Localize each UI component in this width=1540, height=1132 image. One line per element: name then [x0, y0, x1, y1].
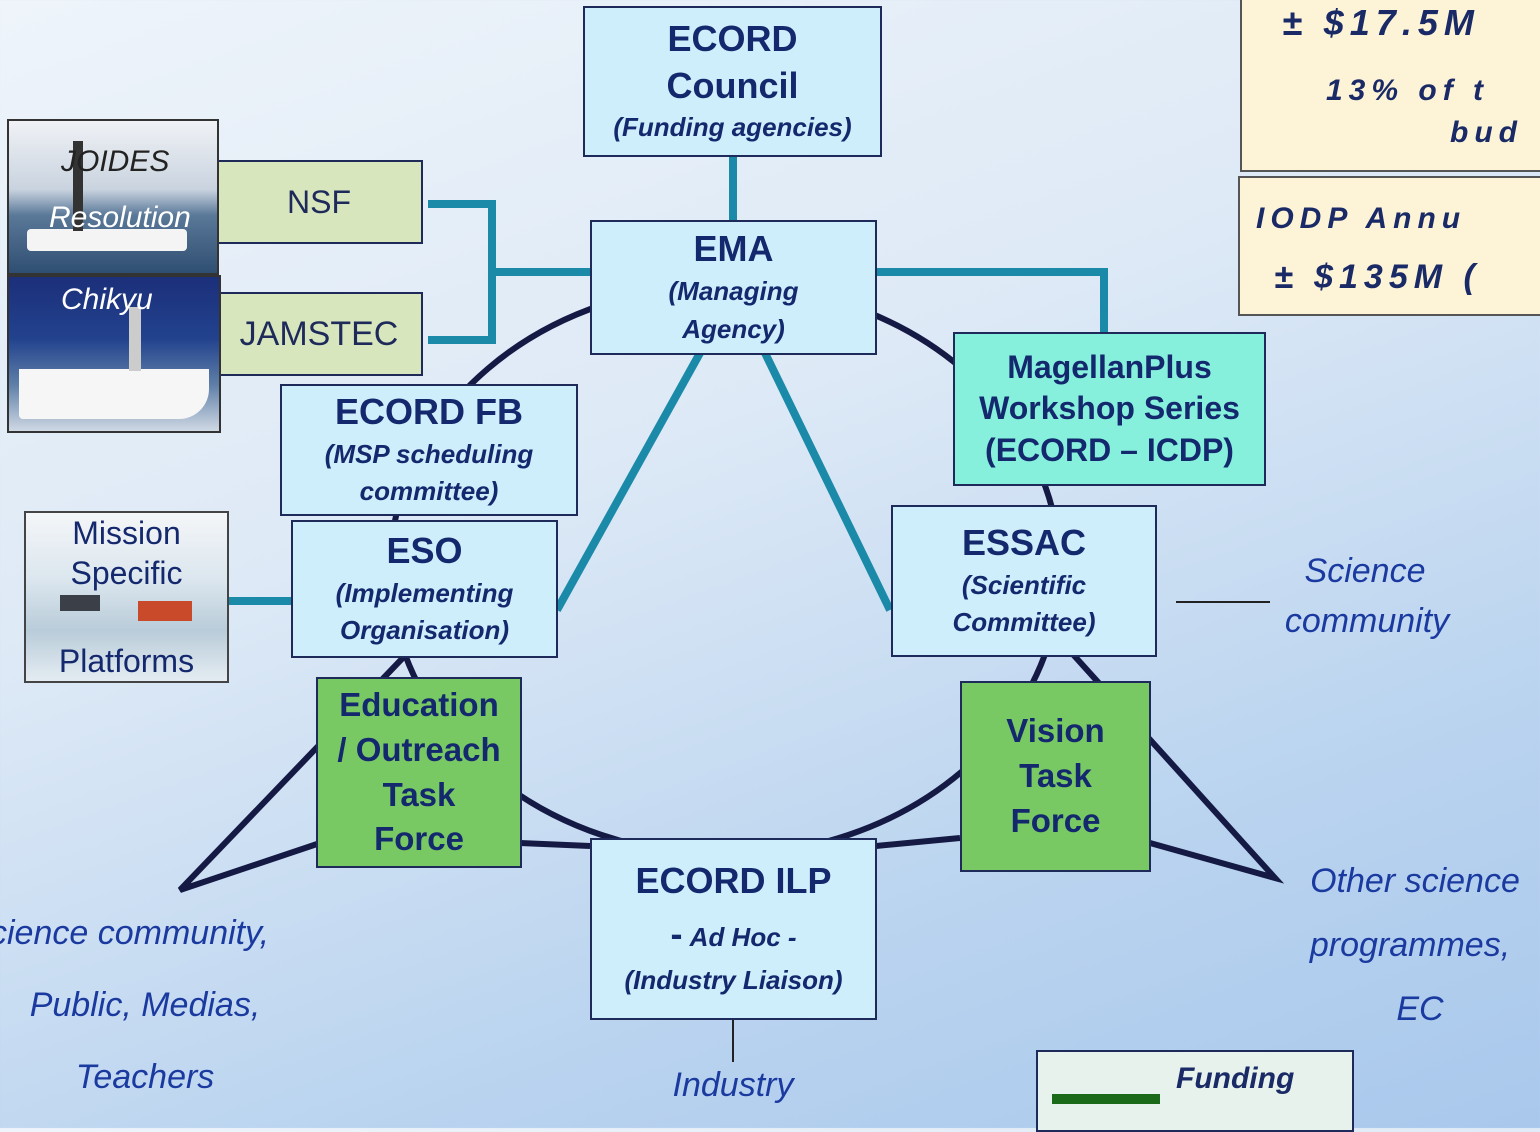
chikyu-derrick-shape [129, 307, 141, 371]
ecord-council-box: ECORD Council (Funding agencies) [583, 6, 882, 157]
ecord-budget-amount: ± $17.5M [1282, 2, 1480, 43]
fb-sub1: (MSP scheduling [324, 438, 534, 469]
left-audience-line3: Teachers [75, 1058, 215, 1096]
ilp-title: ECORD ILP [635, 859, 832, 901]
ema-title: EMA [693, 228, 774, 270]
eso-box: ESO (Implementing Organisation) [291, 520, 558, 658]
magellan-line3: (ECORD – ICDP) [985, 431, 1234, 468]
icebreaker-shape [138, 601, 192, 621]
education-line3: Task [382, 775, 456, 813]
ilp-sub: (Industry Liaison) [624, 965, 843, 996]
ecord-fb-box: ECORD FB (MSP scheduling committee) [280, 384, 578, 516]
mission-label-3: Platforms [58, 643, 195, 679]
legend-funding-swatch [1052, 1094, 1160, 1104]
ema-sub1: (Managing [668, 276, 799, 307]
derrick-shape [73, 141, 83, 231]
fb-title: ECORD FB [335, 390, 523, 432]
ilp-adhoc-row: - Ad Hoc - [670, 913, 796, 957]
eso-sub2: Organisation) [339, 615, 509, 646]
council-title-line1: ECORD [667, 17, 798, 59]
teal-connectors [228, 156, 1108, 612]
vision-line1: Vision [1006, 712, 1105, 750]
fb-sub2: committee) [359, 476, 499, 507]
jamstec-label: JAMSTEC [239, 314, 399, 353]
ecord-budget-percent: 13% of t [1326, 74, 1490, 107]
nsf-box: NSF [215, 160, 423, 244]
essac-box: ESSAC (Scientific Committee) [891, 505, 1157, 657]
ilp-adhoc: Ad Hoc - [689, 921, 797, 952]
magellan-line1: MagellanPlus [1007, 348, 1212, 385]
legend-box: Funding [1036, 1050, 1354, 1132]
joides-resolution-photo: JOIDES Resolution [7, 119, 219, 275]
nsf-label: NSF [287, 183, 351, 220]
chikyu-hull-shape [19, 369, 209, 419]
council-title-line2: Council [666, 64, 799, 106]
ship-hull-shape [27, 229, 187, 251]
iodp-budget-box: IODP Annu ± $135M ( [1238, 176, 1540, 316]
council-subtitle: (Funding agencies) [613, 112, 852, 143]
legend-funding-label: Funding [1176, 1062, 1295, 1095]
iodp-budget-amount: ± $135M ( [1274, 258, 1481, 296]
essac-sub1: (Scientific [961, 569, 1087, 600]
science-community-label-2: community [1284, 602, 1450, 640]
ecord-budget-word: bud [1450, 116, 1523, 149]
icebreaker-shape-2 [60, 595, 100, 611]
essac-title: ESSAC [961, 521, 1087, 563]
joides-label-1: JOIDES [61, 145, 170, 178]
ema-box: EMA (Managing Agency) [590, 220, 877, 355]
ema-sub2: Agency) [682, 313, 785, 344]
right-audience-line1: Other science [1310, 862, 1520, 900]
essac-sub2: Committee) [952, 607, 1096, 638]
mission-label-2: Specific [70, 555, 183, 591]
industry-label: Industry [672, 1066, 794, 1104]
joides-label-2: Resolution [49, 201, 191, 234]
education-line4: Force [374, 820, 464, 858]
magellan-line2: Workshop Series [979, 390, 1240, 427]
magellanplus-box: MagellanPlus Workshop Series (ECORD – IC… [953, 332, 1266, 486]
vision-line3: Force [1010, 801, 1101, 839]
left-audience-line1: cience community, [0, 914, 270, 952]
education-line1: Education [339, 685, 499, 723]
mission-label-1: Mission [72, 515, 181, 551]
right-audience-line2: programmes, [1309, 926, 1511, 964]
ilp-dash: - [670, 912, 683, 954]
eso-sub1: (Implementing [335, 577, 514, 608]
ecord-ilp-box: ECORD ILP - Ad Hoc - (Industry Liaison) [590, 838, 877, 1020]
iodp-budget-title: IODP Annu [1256, 202, 1467, 235]
vision-line2: Task [1019, 757, 1092, 795]
ecord-budget-box: ± $17.5M 13% of t bud [1240, 0, 1540, 172]
science-community-label-1: Science [1304, 552, 1426, 590]
education-line2: / Outreach [337, 730, 501, 768]
chikyu-label: Chikyu [61, 283, 153, 316]
mission-specific-platforms-photo: Mission Specific Platforms [24, 511, 229, 683]
vision-task-force-box: Vision Task Force [960, 681, 1151, 872]
jamstec-box: JAMSTEC [215, 292, 423, 376]
chikyu-photo: Chikyu [7, 275, 221, 433]
right-audience-line3: EC [1396, 990, 1444, 1028]
left-audience-line2: Public, Medias, [29, 986, 261, 1024]
education-outreach-task-force-box: Education / Outreach Task Force [316, 677, 522, 868]
eso-title: ESO [386, 529, 463, 571]
